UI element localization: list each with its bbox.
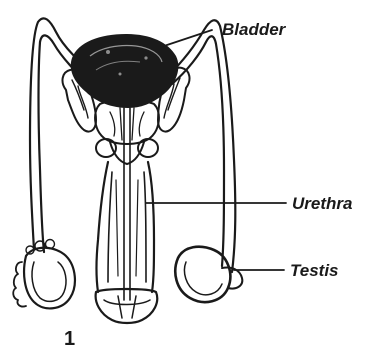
penis-shaft — [97, 108, 155, 300]
bladder — [71, 34, 179, 108]
glans — [96, 289, 158, 323]
testis-label: Testis — [290, 261, 339, 280]
bladder-label: Bladder — [222, 20, 287, 39]
urethra-label: Urethra — [292, 194, 352, 213]
right-vas-deferens — [168, 20, 235, 272]
left-testis — [13, 240, 75, 309]
bulbourethral-region — [96, 139, 158, 164]
right-testis — [175, 247, 242, 302]
figure-number: 1 — [64, 328, 75, 350]
